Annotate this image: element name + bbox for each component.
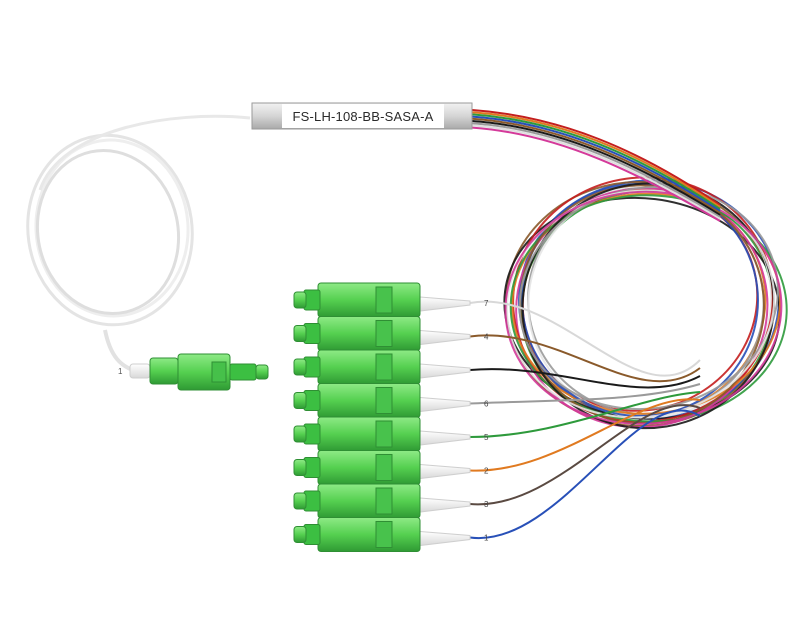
output-leg-number: 2 bbox=[484, 467, 489, 476]
housing-fiber bbox=[471, 122, 721, 218]
housing-fiber bbox=[471, 120, 721, 216]
connector-body bbox=[317, 282, 421, 318]
dust-cap bbox=[293, 492, 307, 510]
housing-fiber bbox=[471, 113, 721, 210]
output-connectors: 7 4 6 5 2 3 1 bbox=[293, 282, 489, 552]
connector-boot bbox=[419, 396, 471, 413]
connector-body bbox=[317, 383, 421, 418]
output-fiber bbox=[469, 391, 701, 438]
dust-cap bbox=[293, 526, 307, 543]
ribbon-strand bbox=[521, 188, 767, 418]
output-sc-apc-connector: 1 bbox=[293, 517, 489, 552]
dust-cap bbox=[293, 392, 307, 409]
output-fiber bbox=[469, 300, 701, 377]
output-leg-number: 4 bbox=[484, 333, 489, 342]
connector-latch bbox=[375, 320, 393, 347]
output-sc-apc-connector bbox=[293, 349, 471, 385]
splitter-housing: FS-LH-108-BB-SASA-A bbox=[251, 102, 473, 130]
connector-latch bbox=[375, 521, 393, 548]
connector-latch bbox=[375, 286, 393, 314]
output-fiber bbox=[469, 383, 701, 405]
dust-cap bbox=[293, 425, 307, 443]
output-fiber-loop bbox=[503, 176, 788, 430]
ribbon-strand bbox=[521, 188, 759, 412]
connector-latch bbox=[375, 454, 393, 481]
housing-fiber bbox=[471, 126, 721, 222]
output-sc-apc-connector: 4 bbox=[293, 316, 489, 351]
input-fiber-loop bbox=[26, 114, 251, 374]
output-fibers bbox=[469, 300, 701, 539]
output-sc-apc-connector: 2 bbox=[293, 450, 489, 485]
connector-boot bbox=[419, 296, 471, 312]
connector-body bbox=[317, 349, 421, 385]
output-leg-number: 6 bbox=[484, 400, 489, 409]
output-leg-number: 7 bbox=[484, 299, 489, 308]
dust-cap bbox=[293, 325, 307, 342]
output-fiber bbox=[469, 334, 701, 383]
connector-boot bbox=[419, 329, 471, 346]
model-label: FS-LH-108-BB-SASA-A bbox=[292, 109, 433, 124]
output-leg-number: 5 bbox=[484, 433, 489, 442]
housing-fiber bbox=[471, 111, 721, 208]
connector-latch bbox=[375, 387, 393, 414]
output-leg-number: 3 bbox=[484, 500, 489, 509]
housing-fiber bbox=[471, 117, 721, 214]
connector-boot bbox=[419, 363, 471, 379]
connector-boot bbox=[419, 497, 471, 513]
output-sc-apc-connector: 6 bbox=[293, 383, 489, 418]
ribbon-strand bbox=[505, 189, 776, 419]
output-sc-apc-connector: 3 bbox=[293, 483, 489, 519]
output-fiber bbox=[469, 404, 701, 506]
housing-fiber-bundle bbox=[471, 109, 721, 222]
dust-cap bbox=[293, 459, 307, 476]
housing-fiber bbox=[471, 124, 721, 220]
output-fiber bbox=[469, 409, 701, 539]
connector-latch bbox=[375, 420, 393, 448]
output-fiber bbox=[469, 398, 701, 472]
connector-body bbox=[317, 483, 421, 519]
ribbon-strand bbox=[509, 194, 788, 423]
connector-body bbox=[317, 316, 421, 351]
dust-cap bbox=[293, 291, 307, 309]
ribbon-strand bbox=[512, 176, 774, 423]
connector-boot bbox=[419, 463, 471, 480]
connector-latch bbox=[375, 487, 393, 515]
ribbon-strand bbox=[518, 185, 779, 411]
output-leg-number: 1 bbox=[484, 534, 489, 543]
output-sc-apc-connector: 5 bbox=[293, 416, 489, 452]
housing-fiber bbox=[471, 115, 721, 212]
input-leg-number: 1 bbox=[118, 367, 123, 376]
connector-body bbox=[317, 517, 421, 552]
ribbon-strand bbox=[504, 190, 783, 425]
output-fiber bbox=[469, 368, 701, 389]
ribbon-strand bbox=[527, 183, 773, 419]
dust-cap bbox=[293, 358, 307, 376]
connector-boot bbox=[419, 530, 471, 547]
housing-fiber bbox=[471, 109, 721, 206]
connector-boot bbox=[419, 430, 471, 446]
ribbon-strand bbox=[527, 187, 765, 416]
input-sc-apc-connector: 1 bbox=[118, 353, 269, 391]
output-sc-apc-connector: 7 bbox=[293, 282, 489, 318]
connector-body bbox=[317, 450, 421, 485]
connector-latch bbox=[375, 353, 393, 381]
connector-body bbox=[317, 416, 421, 452]
